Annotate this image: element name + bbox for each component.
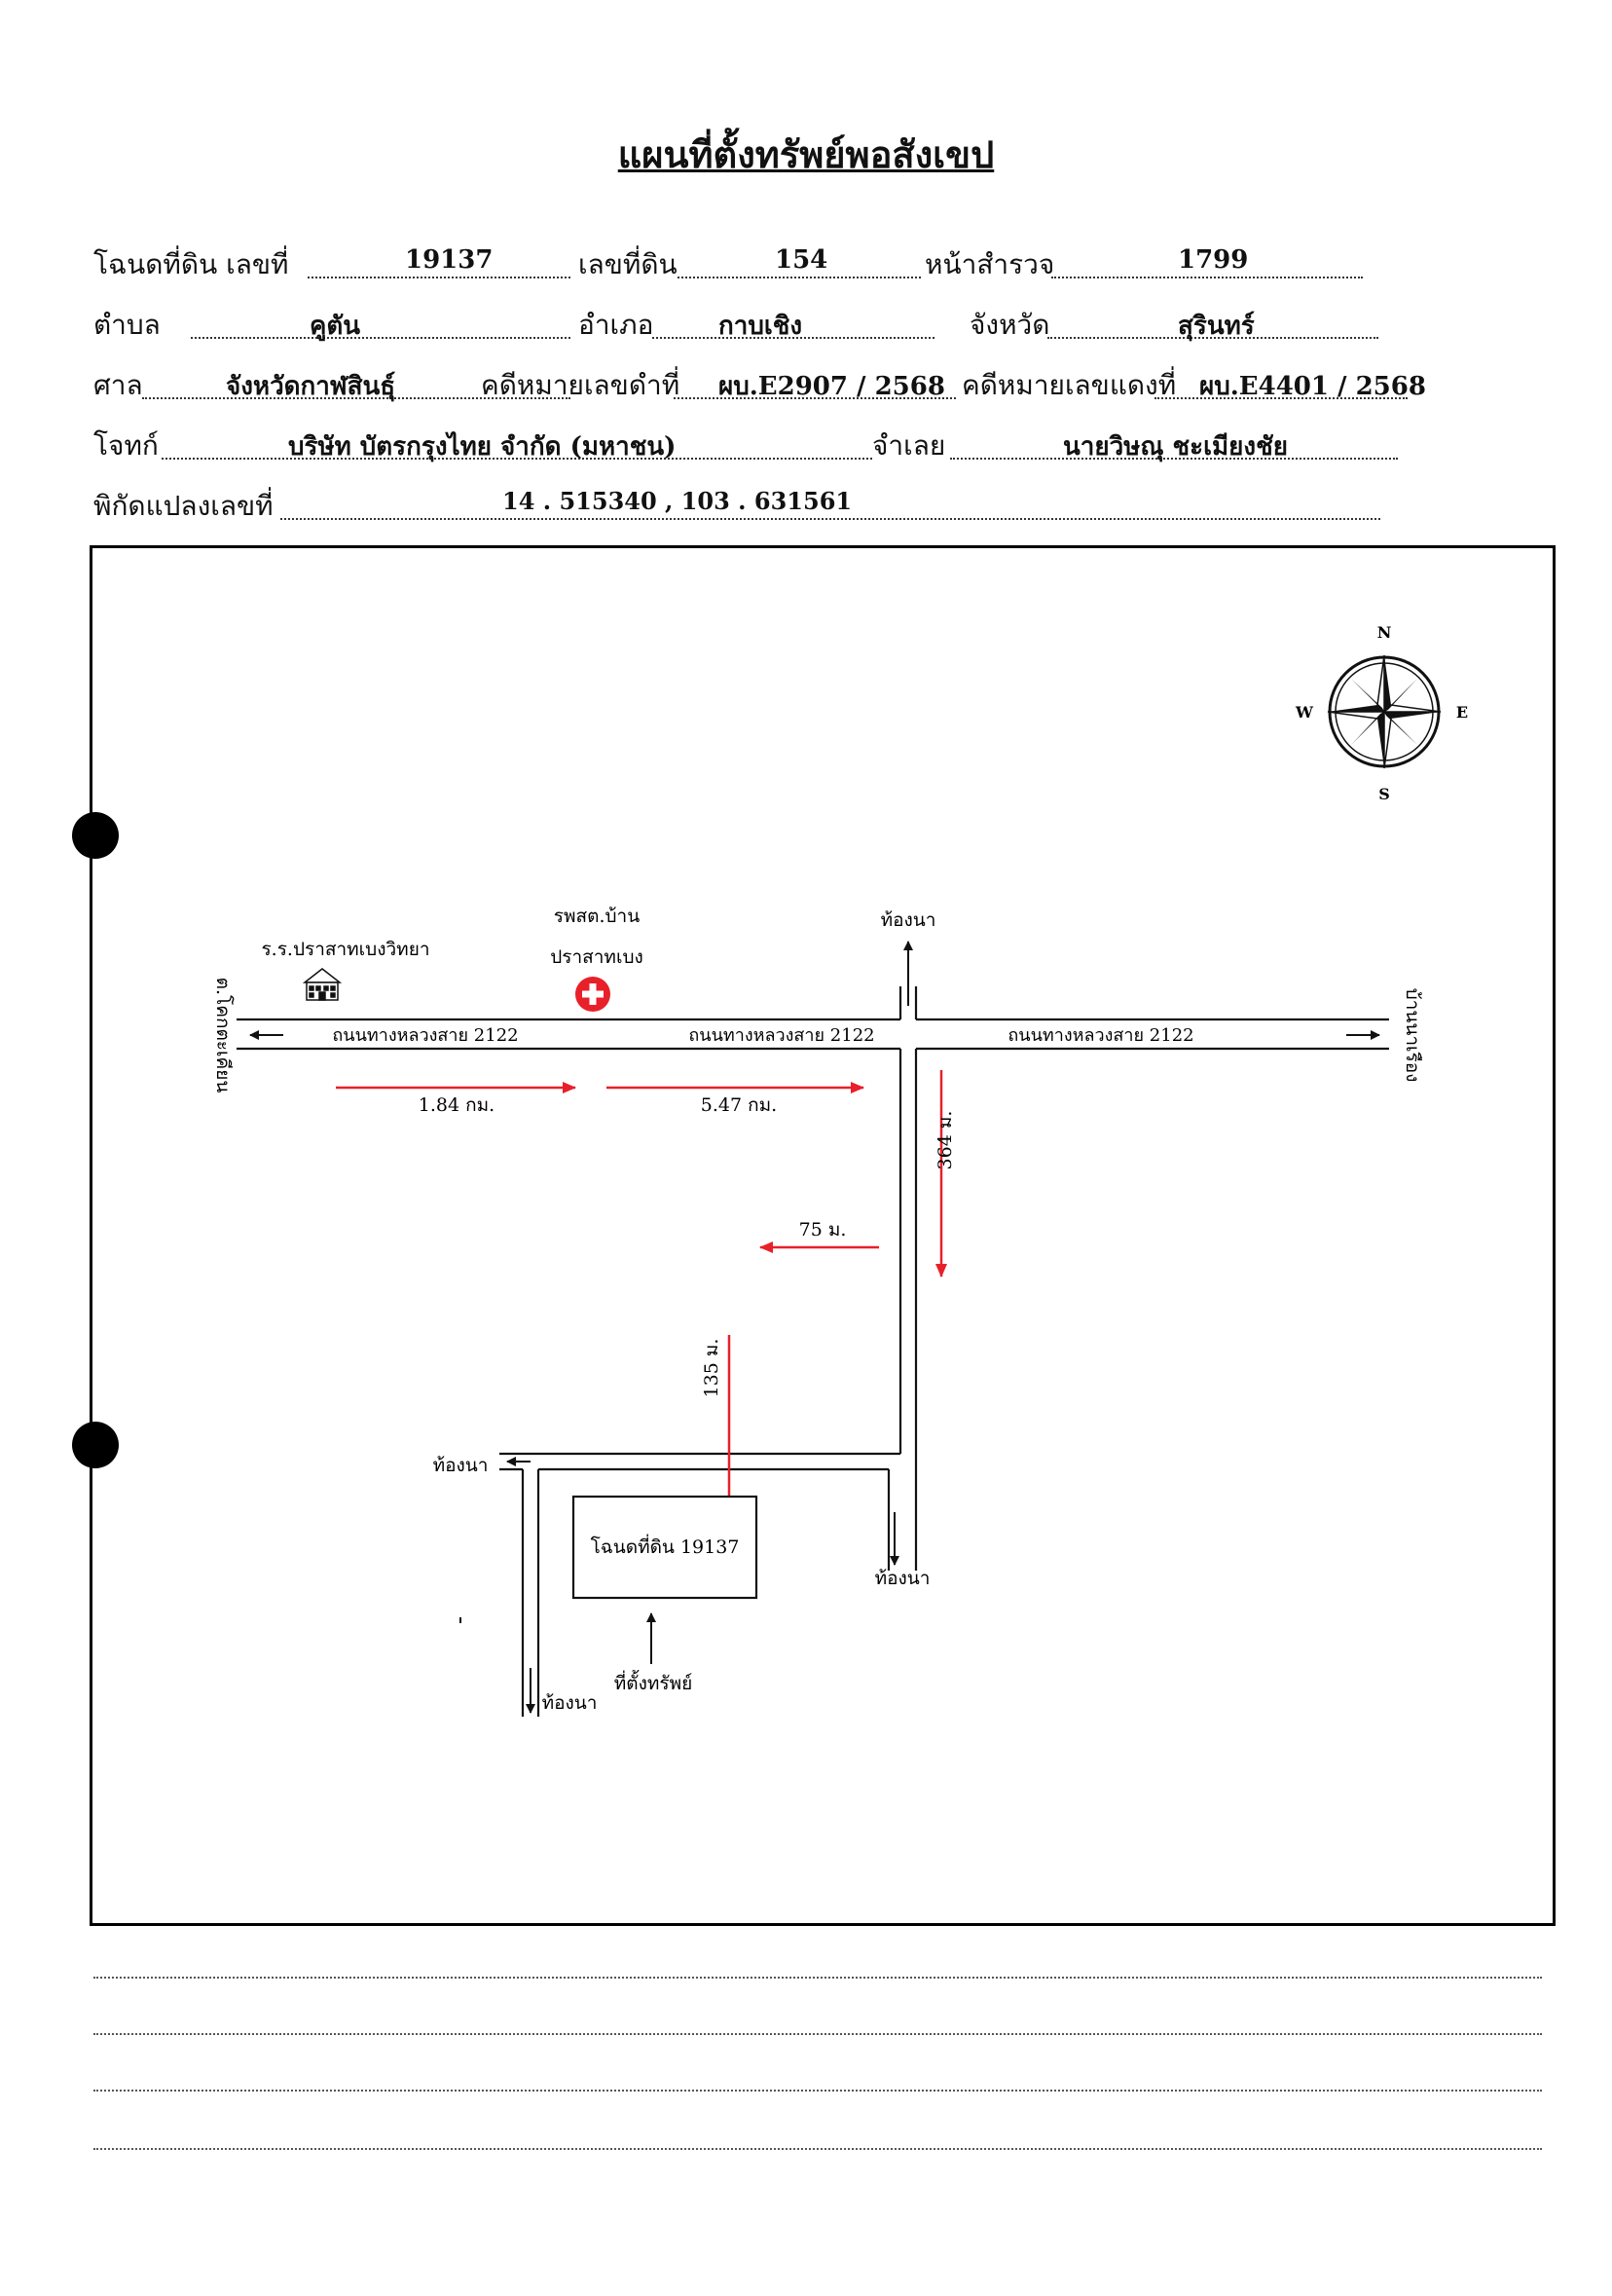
west-end-label: ต.โคกตะเคียน [212,978,235,1093]
location-map: N S E W [212,623,1468,1717]
land-plot-box [571,1495,758,1600]
deed-number: 19137 [405,245,494,275]
binder-hole-top [72,812,119,859]
hospital-label-1: รพสต.บ้าน [554,906,640,927]
road-label-east: ถนนทางหลวงสาย 2122 [1008,1025,1193,1046]
compass-west: W [1295,703,1314,722]
header-row-coordinates: พิกัดแปลงเลขที่ 14 . 515340 , 103 . 6315… [93,479,1388,528]
distance-2: 5.47 กม. [701,1094,777,1116]
distance-3: 364 ม. [934,1111,956,1170]
page-title: แผนที่ตั้งทรัพย์พอสังเขป [617,132,995,176]
field-label-south-east: ท้องนา [875,1568,931,1589]
compass-east: E [1456,703,1468,722]
road-label-middle: ถนนทางหลวงสาย 2122 [688,1025,874,1046]
red-case-value: ผบ.E4401 / 2568 [1199,372,1426,401]
deed-label: โฉนดที่ดิน เลขที่ [93,248,289,280]
route-arrows [336,1070,947,1535]
province-label: จังหวัด [970,309,1050,341]
property-label: ที่ตั้งทรัพย์ [614,1670,693,1694]
coord-label: พิกัดแปลงเลขที่ [93,490,274,522]
road-label-west: ถนนทางหลวงสาย 2122 [332,1025,518,1046]
field-label-north: ท้องนา [881,909,936,931]
subdistrict-value: คูตัน [310,312,361,341]
red-case-label: คดีหมายเลขแดงที่ [962,369,1177,401]
court-value: จังหวัดกาฬสินธุ์ [226,372,396,401]
district-label: อำเภอ [578,309,654,341]
school-label: ร.ร.ปราสาทเบงวิทยา [261,939,429,960]
coord-value: 14 . 515340 , 103 . 631561 [502,487,853,515]
hospital-cross-icon [575,977,610,1012]
header-row-deed: โฉนดที่ดิน เลขที่ 19137 เลขที่ดิน 154 หน… [93,238,1388,286]
distance-1: 1.84 กม. [419,1094,495,1116]
field-label-south: ท้องนา [542,1692,598,1714]
compass-north: N [1377,623,1392,642]
note-line-1 [93,1977,1542,1979]
plaintiff-label: โจทก์ [93,429,159,462]
school-building-icon [302,968,343,1001]
road-end-arrows [249,941,1380,1714]
hospital-label-2: ปราสาทเบง [550,946,643,968]
map-frame: N S E W [90,545,1556,1926]
subdistrict-label: ตำบล [93,309,161,341]
survey-label: หน้าสำรวจ [925,248,1055,280]
land-no-label: เลขที่ดิน [578,248,678,280]
survey-number: 1799 [1178,245,1249,275]
road-network [237,986,1389,1717]
plot-label: โฉนดที่ดิน 19137 [591,1534,740,1558]
black-case-value: ผบ.E2907 / 2568 [718,372,945,401]
compass-south: S [1378,785,1390,803]
header-row-court: ศาล จังหวัดกาฬสินธุ์ คดีหมายเลขดำที่ ผบ.… [93,358,1426,407]
distance-5: 135 ม. [701,1339,722,1398]
header-row-location: ตำบล คูตัน อำเภอ กาบเชิง จังหวัด สุรินทร… [93,298,1388,347]
land-number: 154 [775,245,828,275]
note-line-4 [93,2148,1542,2150]
note-line-2 [93,2033,1542,2035]
distance-4: 75 ม. [799,1219,847,1241]
district-value: กาบเชิง [718,312,803,341]
note-line-3 [93,2090,1542,2092]
court-label: ศาล [93,369,143,401]
field-label-west: ท้องนา [433,1455,489,1476]
compass-needle-icon [1327,654,1442,769]
black-case-label: คดีหมายเลขดำที่ [481,369,680,401]
defendant-label: จำเลย [872,429,946,462]
binder-hole-bottom [72,1422,119,1468]
header-row-parties: โจทก์ บริษัท บัตรกรุงไทย จำกัด (มหาชน) จ… [93,419,1398,467]
province-value: สุรินทร์ [1178,312,1255,341]
compass-rose: N S E W [1295,623,1468,803]
plaintiff-value: บริษัท บัตรกรุงไทย จำกัด (มหาชน) [288,432,677,462]
east-end-label: บ้านนาเรือง [1402,988,1423,1083]
defendant-value: นายวิษณุ ชะเมียงชัย [1063,432,1288,462]
